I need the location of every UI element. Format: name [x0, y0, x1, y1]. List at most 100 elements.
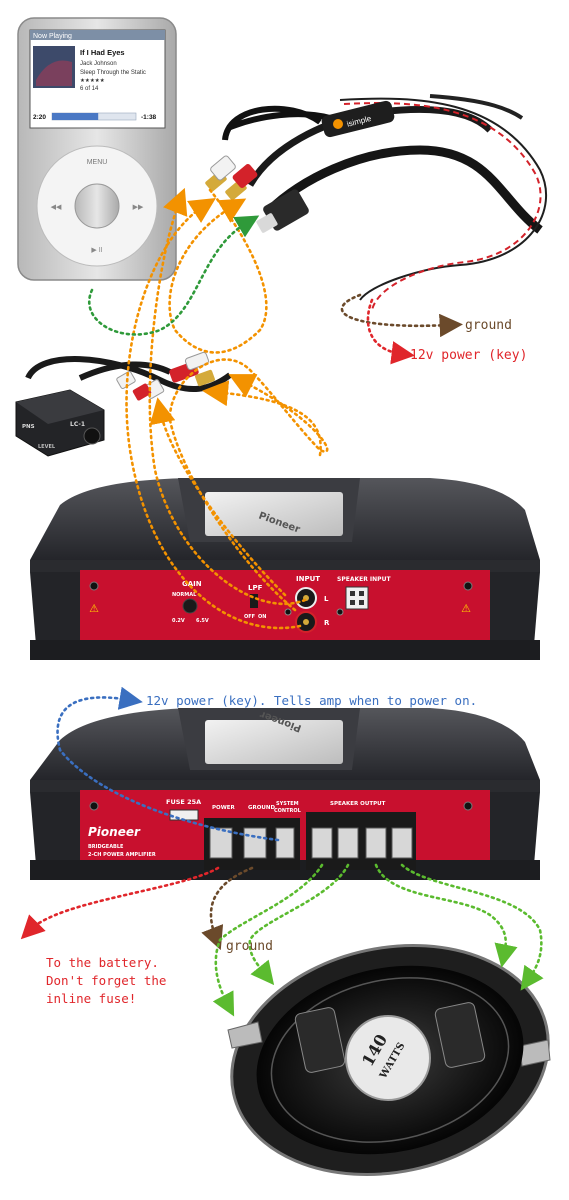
speaker-input-pin	[359, 600, 364, 605]
speaker-input-connector	[345, 586, 369, 610]
isimple-logo-icon	[333, 119, 343, 129]
next-icon: ▶▶	[133, 204, 144, 211]
amp-desc-line2: 2-CH POWER AMPLIFIER	[88, 852, 156, 858]
speaker-crossover-2	[434, 1002, 486, 1068]
remote-terminal	[275, 827, 295, 859]
screw-icon	[463, 801, 473, 811]
screw-icon	[336, 608, 344, 616]
amp-front-base	[30, 640, 540, 660]
ipod-screen-title: Now Playing	[33, 33, 72, 40]
amp-brand: Pioneer	[88, 825, 141, 839]
amp-front-left-foot	[30, 572, 80, 660]
amp-rear-plate	[205, 720, 343, 764]
control-label: CONTROL	[274, 808, 302, 814]
cable-lead	[429, 94, 524, 120]
arrow-audio-1	[148, 187, 307, 606]
cable-loop-2	[222, 105, 322, 141]
amp-front-plate	[205, 492, 343, 536]
arrow-power-top	[366, 298, 415, 365]
lpf-off: OFF	[244, 614, 255, 620]
remote-rca-red	[132, 383, 152, 401]
rca-jack-right-pin	[303, 619, 309, 625]
speaker-input-pin	[350, 591, 355, 596]
rca-plug-white	[210, 155, 236, 181]
speaker-terminal	[391, 827, 413, 859]
warning-icon: ⚠	[89, 603, 99, 615]
speaker-input-label: SPEAKER INPUT	[337, 576, 391, 583]
amp-rear-right-foot	[490, 792, 540, 880]
speaker-input-pin	[350, 600, 355, 605]
label-battery-2: Don't forget the	[46, 973, 166, 988]
amplifier-rear: Pioneer FUSE 25A Pioneer BRIDGEABLE 2-CH…	[30, 708, 540, 880]
arrow-audio-5	[202, 380, 322, 457]
screw-icon	[463, 581, 473, 591]
input-label: INPUT	[296, 575, 320, 583]
center-button	[74, 183, 120, 229]
arrow-audio-3	[149, 397, 287, 597]
system-label: SYSTEM	[276, 801, 299, 807]
screw-icon	[89, 581, 99, 591]
ground-terminal	[243, 827, 267, 859]
label-power-amp: 12v power (key). Tells amp when to power…	[146, 693, 477, 708]
lpf-on: ON	[258, 614, 266, 620]
amp-desc-line1: BRIDGEABLE	[88, 844, 124, 850]
album-art-figure	[36, 60, 72, 86]
ipod: Now Playing If I Had Eyes Jack Johnson S…	[17, 17, 177, 281]
speaker-output-label: SPEAKER OUTPUT	[330, 801, 386, 807]
speaker-terminal	[337, 827, 359, 859]
arrow-paths	[20, 187, 544, 1017]
label-power-top: 12v power (key)	[410, 348, 527, 363]
label-battery-3: inline fuse!	[46, 991, 136, 1006]
arrow-ground-top	[340, 293, 463, 338]
arrow-speaker-1	[212, 863, 324, 1017]
rca-plug-red	[232, 164, 258, 188]
speaker-surround	[270, 977, 510, 1143]
progress-fill	[52, 113, 99, 120]
fuse-icon	[169, 809, 199, 821]
wire-power	[343, 102, 542, 311]
previous-icon: ◀◀	[51, 204, 62, 211]
track-position: 6 of 14	[80, 86, 99, 92]
remote-cable-2	[78, 361, 172, 381]
amp-rear-left-foot	[30, 792, 80, 880]
menu-label: MENU	[87, 159, 108, 166]
play-pause-icon: ▶ II	[91, 247, 102, 254]
arrow-battery	[20, 866, 220, 940]
input-r-label: R	[324, 619, 330, 627]
arrow-speaker-2	[248, 863, 350, 986]
arrow-power-amp	[56, 686, 280, 842]
screw-icon	[284, 608, 292, 616]
speaker-mount-tab-left	[227, 1021, 263, 1049]
lpf-switch-icon	[250, 594, 258, 608]
annotation-labels: ground 12v power (key) 12v power (key). …	[46, 318, 527, 1006]
ground-label: GROUND	[248, 805, 275, 811]
arrow-audio-4	[168, 358, 329, 612]
remaining-time: -1:38	[141, 114, 157, 121]
label-battery-1: To the battery.	[46, 955, 159, 970]
remote-rca-white-3	[184, 351, 210, 371]
elapsed-time: 2:20	[33, 114, 46, 121]
cable-main	[266, 145, 543, 234]
cable-loop	[226, 111, 331, 131]
arrow-ground-bottom	[201, 866, 254, 951]
gain-min: 0.2V	[172, 618, 185, 624]
track-title: If I Had Eyes	[80, 48, 125, 57]
fuse-label: FUSE 25A	[166, 798, 201, 806]
arrow-speaker-4	[400, 863, 544, 991]
input-l-label: L	[324, 595, 329, 603]
screw-icon	[89, 801, 99, 811]
track-album: Sleep Through the Static	[80, 70, 146, 76]
remote-model: LC-1	[70, 421, 85, 428]
level-knob-icon	[83, 427, 101, 445]
isimple-module: isimple	[205, 100, 395, 233]
arrow-audio-6	[168, 188, 268, 354]
ipod-title-bar	[30, 30, 165, 40]
gain-sub-label: NORMAL	[172, 592, 197, 598]
amp-front-right-foot	[490, 572, 540, 660]
gain-label: GAIN	[182, 580, 202, 588]
warning-icon: ⚠	[461, 603, 471, 615]
lpf-label: LPF	[248, 584, 263, 592]
track-rating: ★★★★★	[80, 77, 105, 84]
power-label: POWER	[212, 805, 236, 811]
